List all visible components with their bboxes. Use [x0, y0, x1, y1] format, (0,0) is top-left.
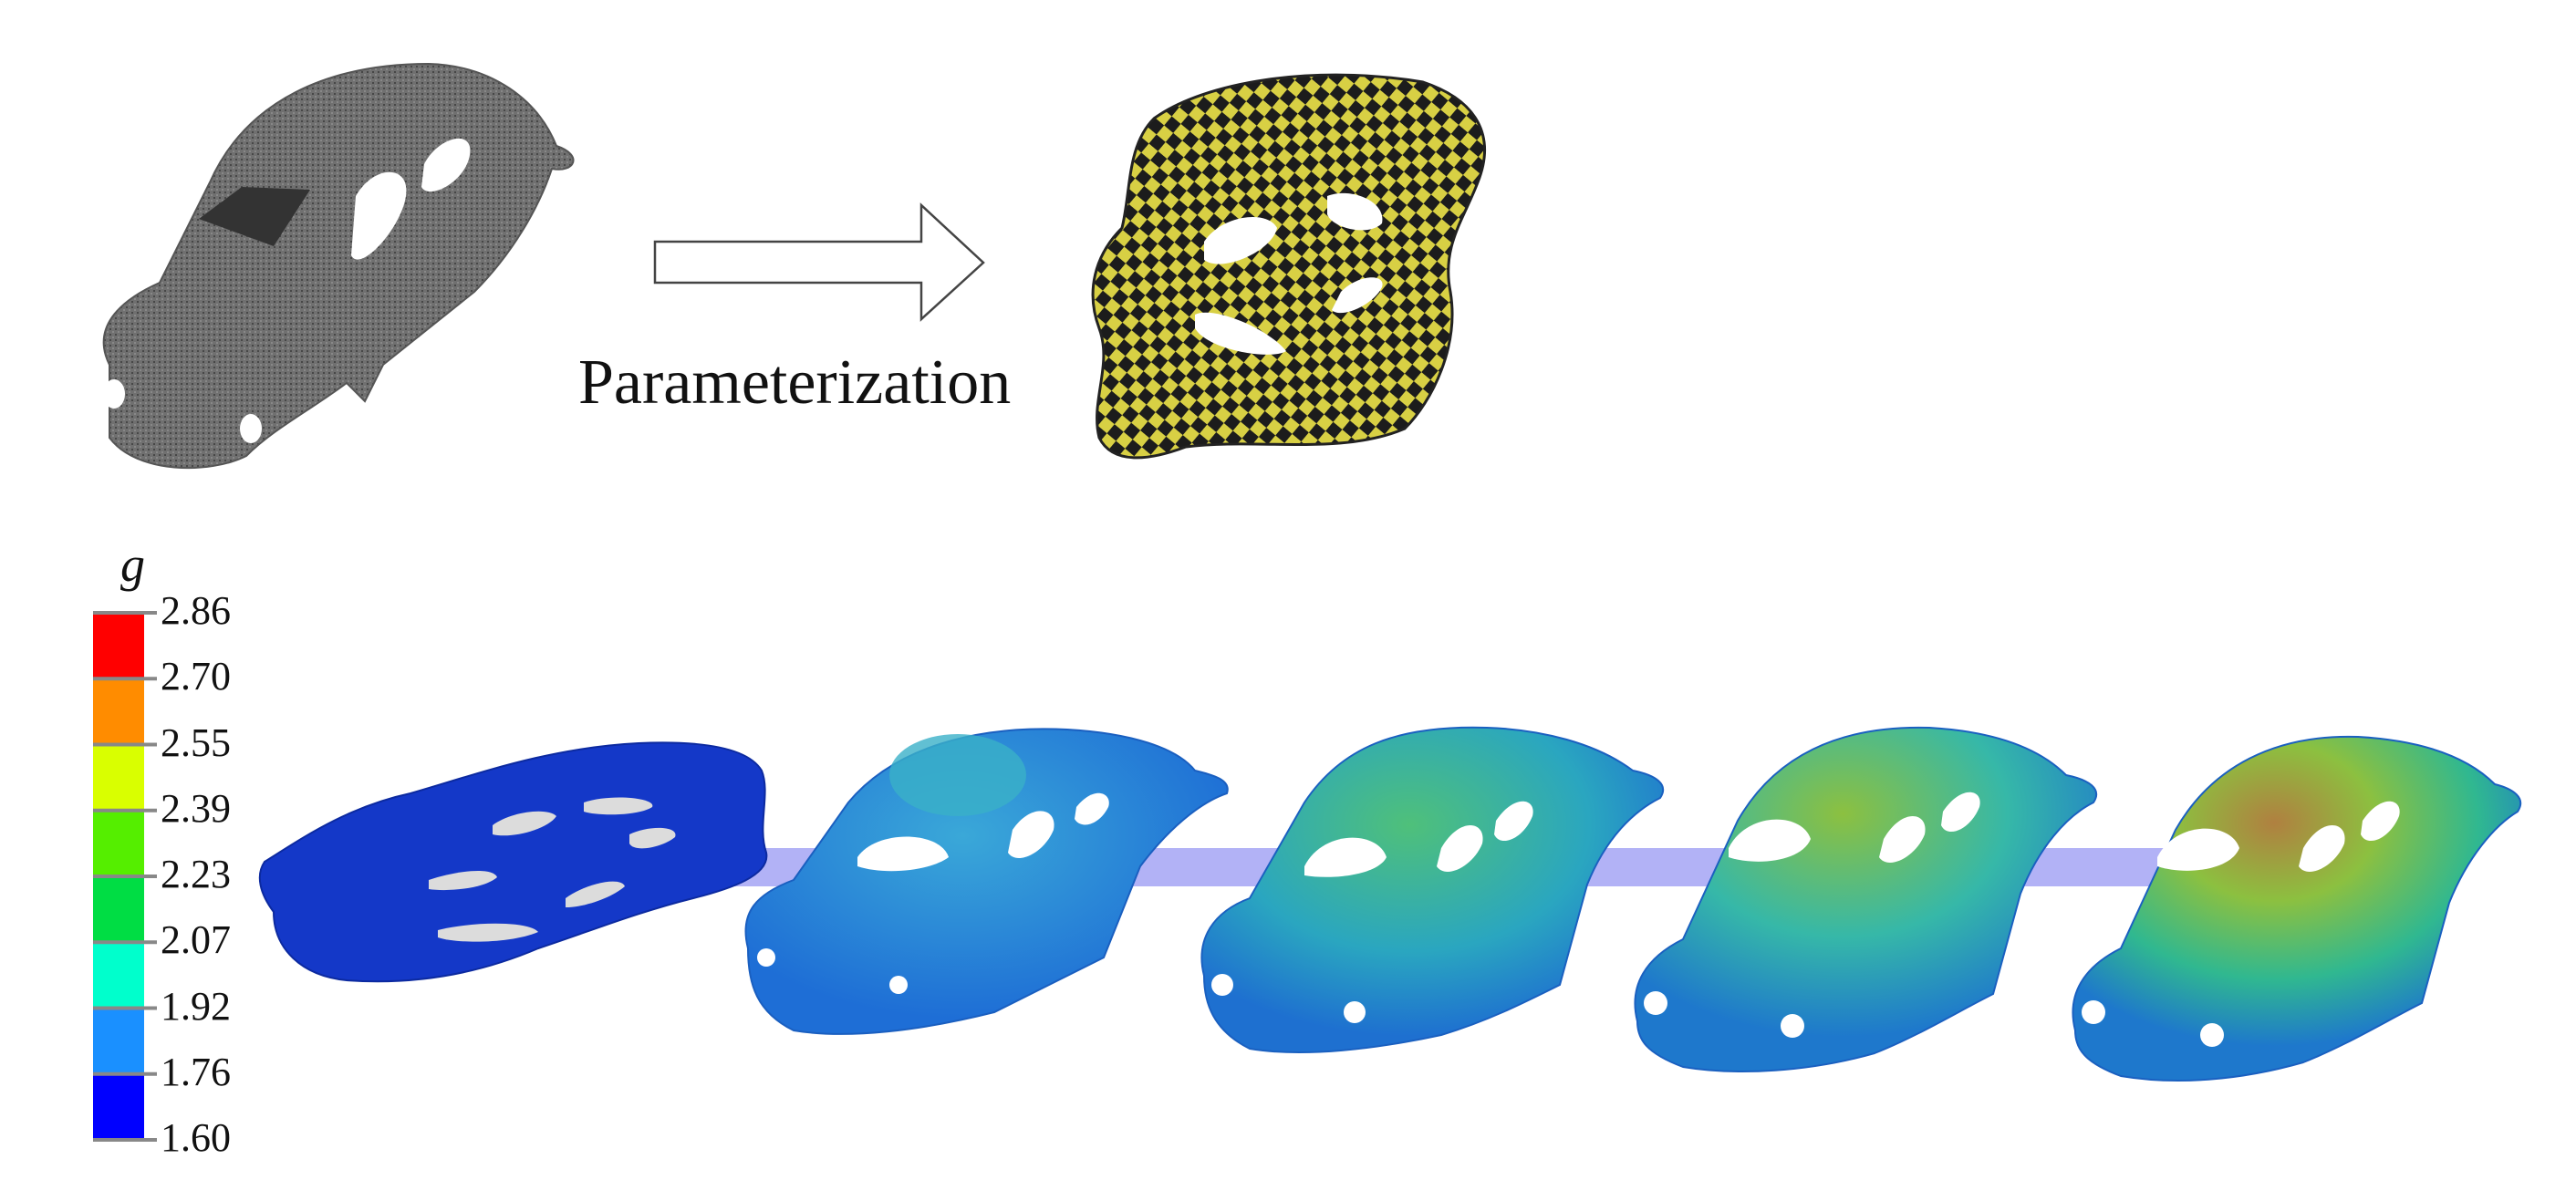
colorbar-tick-label: 2.70 — [161, 654, 231, 699]
colorbar-tick-label: 2.86 — [161, 588, 231, 633]
stage-deformation-4 — [2072, 735, 2522, 1082]
stage-deformation-1 — [744, 728, 1229, 1035]
colorbar — [93, 611, 157, 1142]
parameterization-arrow — [653, 202, 985, 322]
colorbar-segment — [93, 1008, 144, 1074]
colorbar-segment — [93, 678, 144, 745]
headlight-hole — [240, 414, 262, 443]
side-window-hole — [351, 171, 407, 260]
colorbar-tick-label: 2.55 — [161, 719, 231, 765]
colorbar-tick-label: 1.76 — [161, 1049, 231, 1094]
colorbar-tick-label: 2.39 — [161, 785, 231, 831]
colorbar-segment — [93, 1073, 144, 1140]
rear-window-hole — [199, 187, 310, 246]
stage-deformation-3 — [1634, 726, 2098, 1072]
colorbar-tick-label: 1.60 — [161, 1115, 231, 1160]
stage-deformation-2 — [1200, 726, 1665, 1054]
side-window-hole — [421, 138, 471, 192]
colorbar-variable-label: g — [120, 537, 145, 592]
headlight-hole — [103, 379, 125, 409]
colorbar-segment — [93, 744, 144, 811]
checkerboard-parameterization — [1091, 73, 1486, 460]
colorbar-tick-label: 1.92 — [161, 983, 231, 1029]
colorbar-segment — [93, 942, 144, 1009]
colorbar-segment — [93, 613, 144, 679]
stage-flat-parameter-domain — [258, 741, 768, 983]
colorbar-segment — [93, 876, 144, 943]
colorbar-segment — [93, 810, 144, 876]
colorbar-tick-label: 2.07 — [161, 917, 231, 963]
parameterization-label: Parameterization — [578, 347, 1012, 418]
input-car-model — [102, 62, 575, 470]
colorbar-tick-label: 2.23 — [161, 852, 231, 896]
